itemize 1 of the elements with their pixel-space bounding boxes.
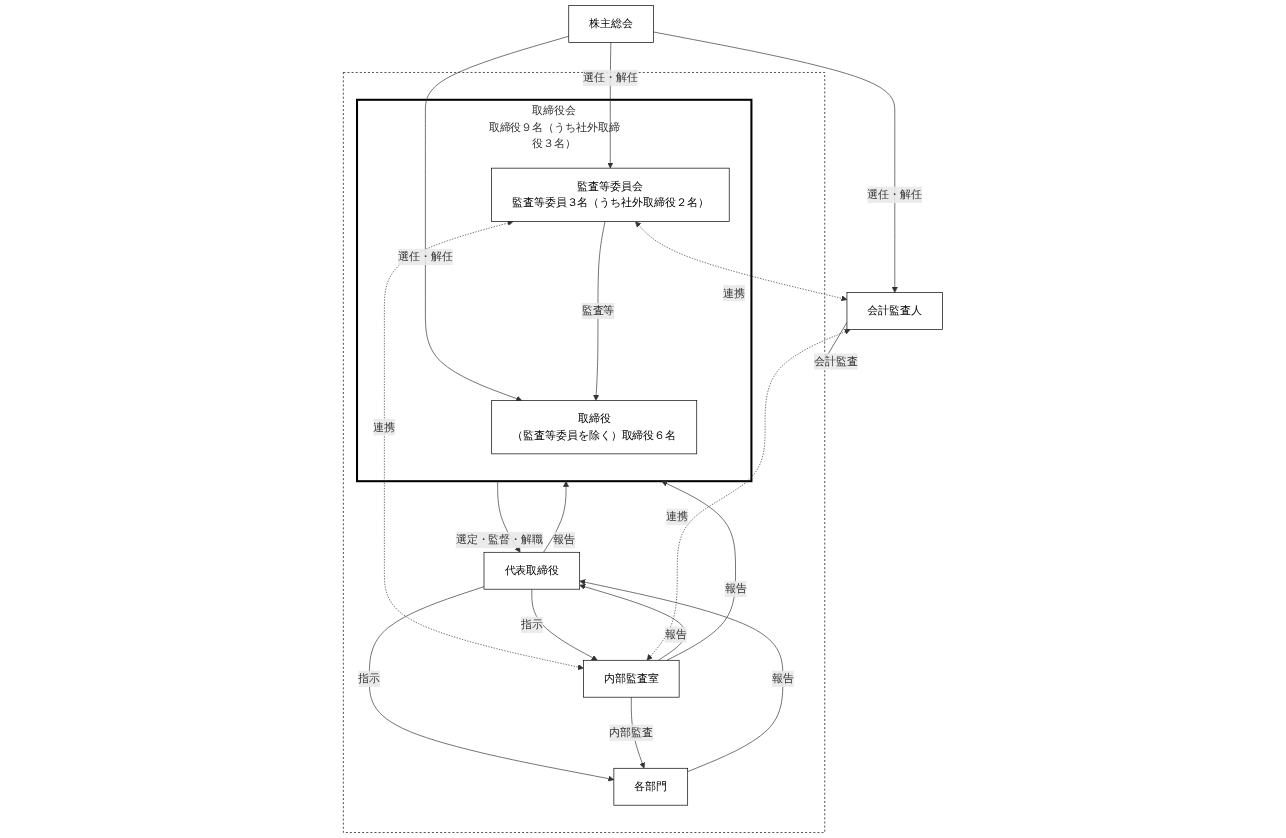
cluster xyxy=(343,72,826,833)
